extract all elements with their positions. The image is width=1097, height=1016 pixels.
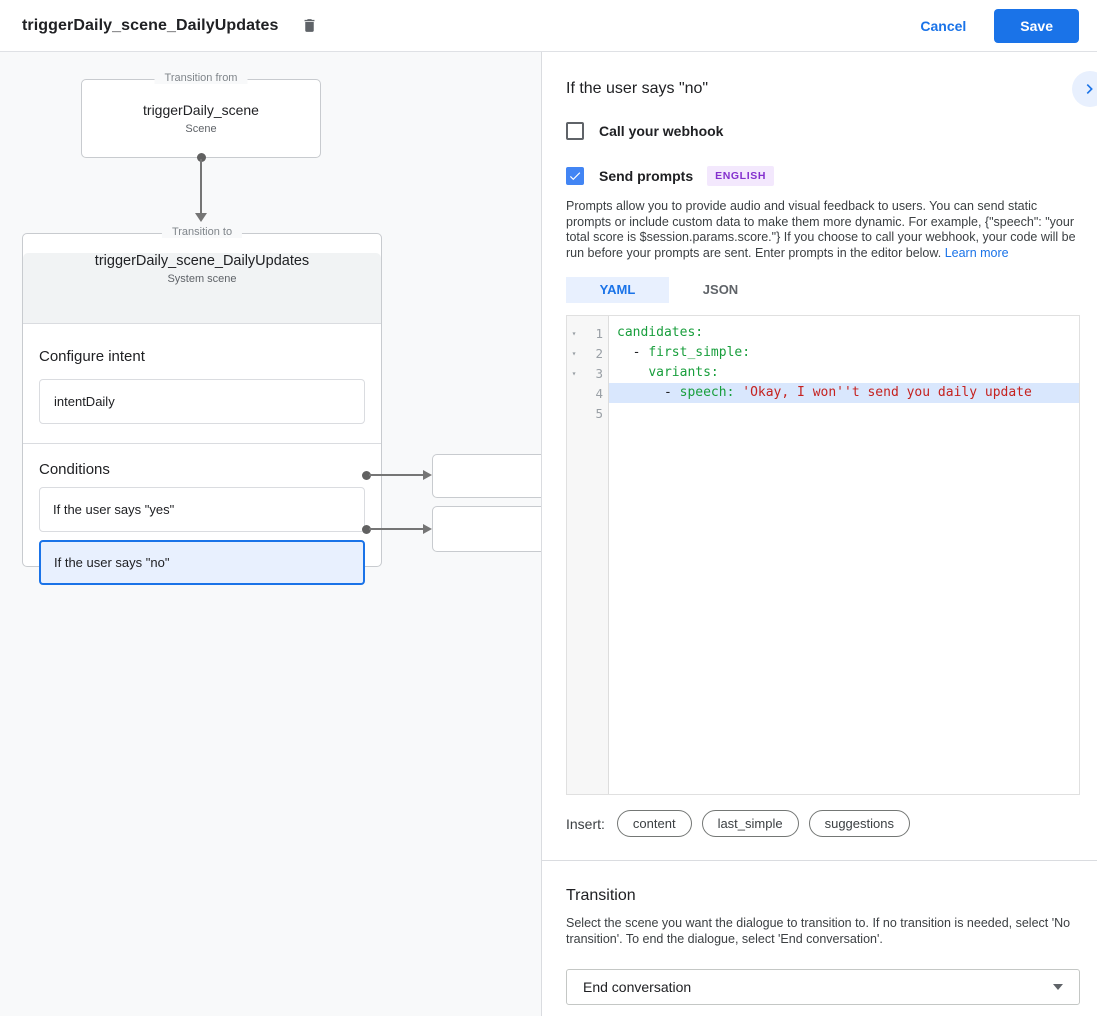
conditions-heading: Conditions bbox=[39, 461, 110, 478]
check-icon bbox=[569, 172, 581, 181]
code-line[interactable]: variants: bbox=[609, 363, 1079, 383]
condition-no-target-box[interactable] bbox=[432, 506, 541, 552]
code-token-key: speech: bbox=[679, 385, 743, 401]
condition-detail-panel: If the user says "no" Call your webhook … bbox=[542, 52, 1097, 1016]
arrowhead-right-icon bbox=[423, 524, 432, 534]
configure-intent-heading: Configure intent bbox=[39, 348, 145, 365]
line-number: 1 bbox=[595, 325, 603, 341]
line-number: 2 bbox=[595, 345, 603, 361]
from-scene-name: triggerDaily_scene bbox=[143, 102, 259, 118]
code-token-plain bbox=[617, 365, 648, 380]
transition-description: Select the scene you want the dialogue t… bbox=[566, 916, 1071, 946]
from-scene-type: Scene bbox=[185, 123, 217, 135]
transition-from-legend: Transition from bbox=[154, 72, 248, 84]
transition-select[interactable]: End conversation bbox=[566, 968, 1080, 1005]
prompts-description: Prompts allow you to provide audio and v… bbox=[566, 199, 1084, 261]
code-line[interactable]: candidates: bbox=[609, 323, 1079, 343]
main-body: Transition from triggerDaily_scene Scene… bbox=[0, 52, 1097, 1016]
to-scene-header: triggerDaily_scene_DailyUpdates System s… bbox=[23, 253, 381, 324]
line-number: 5 bbox=[595, 405, 603, 421]
dropdown-caret-icon bbox=[1053, 983, 1063, 990]
condition-item-no[interactable]: If the user says "no" bbox=[39, 540, 365, 585]
tab-yaml[interactable]: YAML bbox=[566, 277, 669, 304]
editor-code-area[interactable]: candidates: - first_simple: variants: - … bbox=[609, 316, 1079, 794]
connector-line bbox=[200, 159, 202, 215]
panel-title: If the user says "no" bbox=[566, 80, 709, 97]
intent-item[interactable]: intentDaily bbox=[39, 379, 365, 424]
conditions-section: Conditions If the user says "yes" If the… bbox=[23, 444, 381, 585]
connector-dot bbox=[197, 153, 206, 162]
gutter-row: 5 bbox=[567, 403, 608, 423]
transition-from-card[interactable]: Transition from triggerDaily_scene Scene bbox=[81, 72, 321, 158]
insert-toolbar: Insert: content last_simple suggestions bbox=[566, 810, 1084, 838]
learn-more-link[interactable]: Learn more bbox=[944, 245, 1009, 260]
condition-no-port-dot bbox=[362, 525, 371, 534]
save-button[interactable]: Save bbox=[994, 8, 1079, 43]
code-line[interactable] bbox=[609, 403, 1079, 423]
code-token-key: variants: bbox=[648, 365, 719, 381]
condition-no-connector bbox=[369, 528, 426, 530]
to-scene-type: System scene bbox=[167, 273, 237, 285]
send-prompts-row: Send prompts ENGLISH bbox=[566, 166, 1084, 186]
code-token-plain: - bbox=[617, 345, 649, 361]
transition-heading: Transition bbox=[566, 887, 636, 905]
flow-canvas: Transition from triggerDaily_scene Scene… bbox=[0, 52, 542, 1016]
fold-arrow-icon[interactable]: ▾ bbox=[571, 368, 577, 378]
code-token-key: candidates: bbox=[617, 325, 704, 341]
page-title: triggerDaily_scene_DailyUpdates bbox=[22, 16, 279, 34]
header-bar: triggerDaily_scene_DailyUpdates Cancel S… bbox=[0, 0, 1097, 52]
configure-intent-section: Configure intent intentDaily bbox=[23, 324, 381, 444]
gutter-row: ▾2 bbox=[567, 343, 608, 363]
webhook-row: Call your webhook bbox=[566, 122, 1084, 140]
language-badge: ENGLISH bbox=[707, 166, 774, 186]
code-line[interactable]: - speech: 'Okay, I won''t send you daily… bbox=[609, 383, 1079, 404]
transition-select-value: End conversation bbox=[583, 978, 692, 995]
send-prompts-label: Send prompts bbox=[599, 168, 694, 184]
editor-format-tabs: YAML JSON bbox=[566, 277, 1084, 304]
condition-item-yes[interactable]: If the user says "yes" bbox=[39, 487, 365, 532]
line-number: 3 bbox=[595, 365, 603, 381]
tab-json[interactable]: JSON bbox=[702, 282, 739, 298]
to-scene-name: triggerDaily_scene_DailyUpdates bbox=[94, 253, 310, 269]
gutter-row: ▾3 bbox=[567, 363, 608, 383]
trash-icon bbox=[304, 19, 315, 32]
condition-yes-target-box[interactable] bbox=[432, 454, 541, 498]
webhook-checkbox[interactable] bbox=[566, 122, 584, 140]
code-line[interactable]: - first_simple: bbox=[609, 343, 1079, 363]
send-prompts-checkbox[interactable] bbox=[566, 167, 584, 185]
cancel-button[interactable]: Cancel bbox=[920, 17, 967, 34]
section-divider bbox=[542, 860, 1097, 862]
collapse-panel-button[interactable] bbox=[1072, 71, 1097, 107]
line-number: 4 bbox=[595, 385, 603, 401]
fold-arrow-icon[interactable]: ▾ bbox=[571, 348, 577, 358]
delete-button[interactable] bbox=[299, 14, 320, 37]
code-token-key: first_simple: bbox=[648, 345, 751, 361]
gutter-row: 4 bbox=[567, 383, 608, 403]
insert-suggestions-chip[interactable]: suggestions bbox=[808, 810, 910, 838]
condition-yes-port-dot bbox=[362, 471, 371, 480]
arrowhead-right-icon bbox=[423, 470, 432, 480]
chevron-right-icon bbox=[1086, 84, 1093, 94]
transition-to-card: Transition to triggerDaily_scene_DailyUp… bbox=[22, 226, 382, 585]
arrowhead-down-icon bbox=[195, 213, 207, 222]
condition-yes-connector bbox=[369, 474, 426, 476]
transition-to-legend: Transition to bbox=[161, 226, 243, 238]
code-token-plain: - bbox=[617, 385, 680, 401]
code-token-string: 'Okay, I won''t send you daily update bbox=[742, 385, 1032, 401]
insert-label: Insert: bbox=[566, 815, 605, 832]
fold-arrow-icon[interactable]: ▾ bbox=[571, 328, 577, 338]
insert-content-chip[interactable]: content bbox=[616, 810, 692, 838]
webhook-label: Call your webhook bbox=[599, 123, 724, 139]
insert-last-simple-chip[interactable]: last_simple bbox=[701, 810, 799, 838]
gutter-row: ▾1 bbox=[567, 323, 608, 343]
prompts-description-text: Prompts allow you to provide audio and v… bbox=[566, 199, 1076, 260]
